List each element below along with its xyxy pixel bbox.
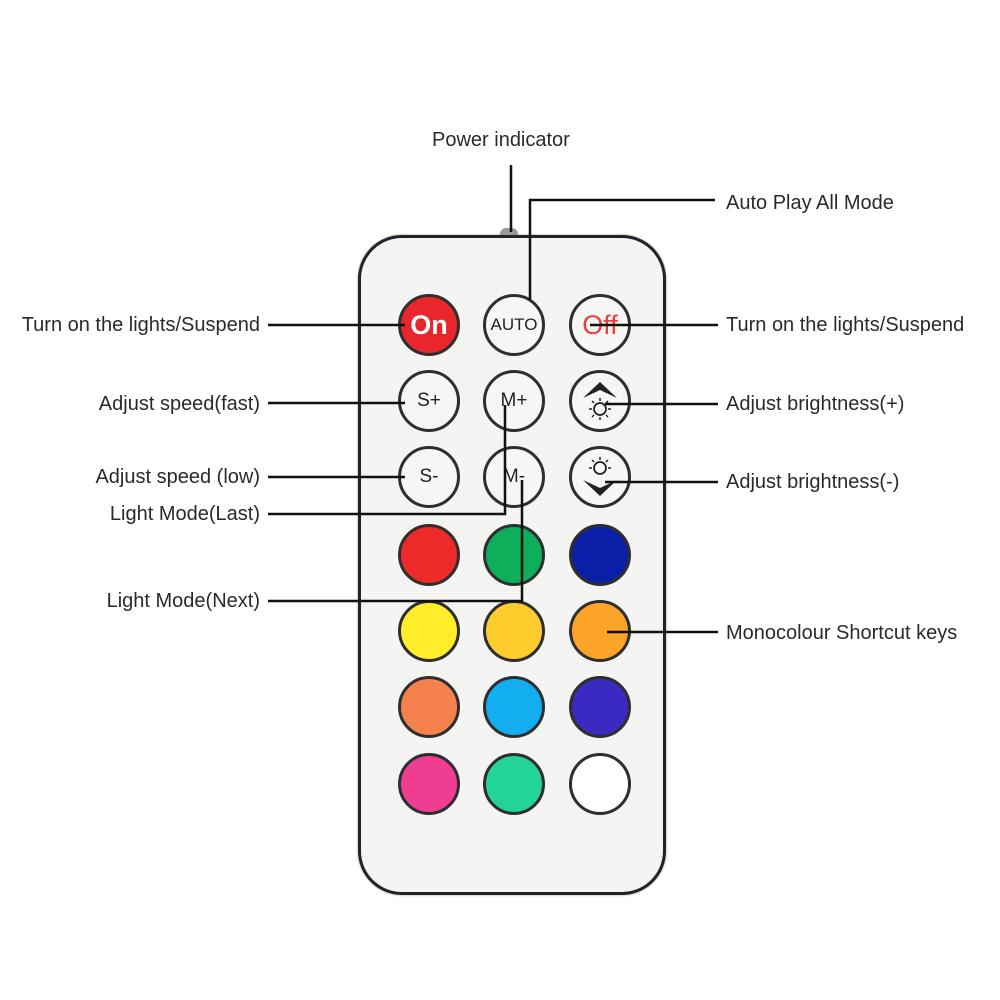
brightness-down-button[interactable] [569,446,631,508]
label-brightness-down: Adjust brightness(-) [726,471,900,493]
brightness-up-button[interactable] [569,370,631,432]
color-key-2[interactable] [483,524,545,586]
color-key-7[interactable] [398,676,460,738]
label-off: Turn on the lights/Suspend [726,314,965,336]
mode-last-button[interactable]: M- [483,446,545,508]
color-key-8[interactable] [483,676,545,738]
label-monocolour: Monocolour Shortcut keys [726,622,958,644]
color-key-1[interactable] [398,524,460,586]
power-indicator-led [500,228,518,236]
label-speed-low: Adjust speed (low) [95,466,260,488]
label-brightness-up: Adjust brightness(+) [726,393,905,415]
label-on: Turn on the lights/Suspend [21,314,260,336]
label-speed-fast: Adjust speed(fast) [98,393,260,415]
color-key-12[interactable] [569,753,631,815]
label-power-indicator: Power indicator [432,129,570,151]
color-key-9[interactable] [569,676,631,738]
label-mode-next: Light Mode(Next) [106,590,260,612]
mode-next-button[interactable]: M+ [483,370,545,432]
brightness-down-icon [583,457,617,496]
on-button[interactable]: On [398,294,460,356]
brightness-up-icon [583,382,617,420]
label-auto-play: Auto Play All Mode [726,192,894,214]
speed-up-button[interactable]: S+ [398,370,460,432]
color-key-10[interactable] [398,753,460,815]
color-key-11[interactable] [483,753,545,815]
auto-button[interactable]: AUTO [483,294,545,356]
label-mode-last: Light Mode(Last) [109,503,260,525]
color-key-3[interactable] [569,524,631,586]
color-key-6[interactable] [569,600,631,662]
